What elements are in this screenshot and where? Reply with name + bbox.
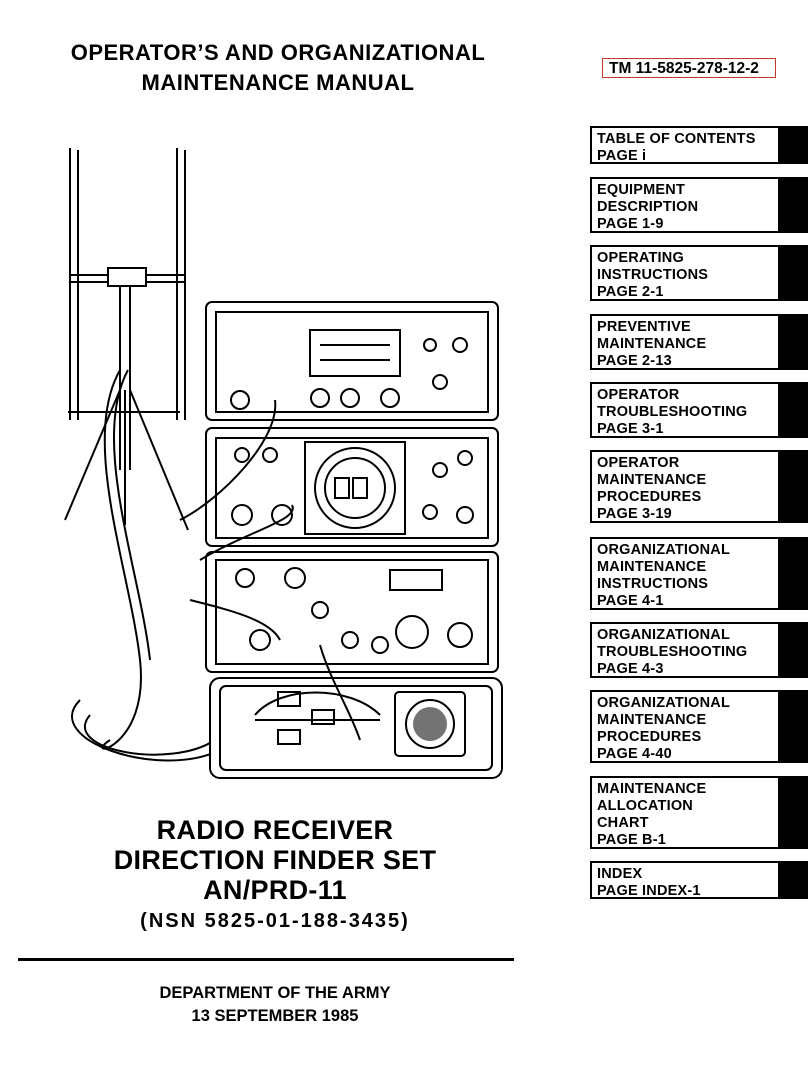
tab-label-line: PROCEDURES	[597, 489, 702, 505]
tab-edge-marker	[778, 861, 808, 899]
tab-label-line: OPERATOR	[597, 455, 680, 471]
tm-number: TM 11-5825-278-12-2	[602, 58, 776, 78]
manual-header: OPERATOR’S AND ORGANIZATIONAL MAINTENANC…	[40, 38, 516, 98]
tab-edge-marker	[778, 382, 808, 438]
nsn-number: (NSN 5825-01-188-3435)	[140, 910, 410, 932]
tab-label-line: ORGANIZATIONAL	[597, 542, 731, 558]
tab-label-line: OPERATOR	[597, 387, 680, 403]
tab-edge-marker	[778, 314, 808, 370]
tab-label-line: PAGE 3-19	[597, 506, 672, 522]
antenna-icon	[64, 148, 259, 762]
tab-edge-marker	[778, 776, 808, 849]
title-line-3: AN/PRD-11	[203, 875, 347, 905]
title-line-1: RADIO RECEIVER	[156, 815, 394, 845]
horizontal-rule	[18, 958, 514, 961]
tab-label-line: PAGE 4-40	[597, 746, 672, 762]
tab-label-line: PAGE i	[597, 148, 647, 164]
tab-edge-marker	[778, 690, 808, 763]
tab-label-line: PAGE INDEX-1	[597, 883, 701, 899]
radio-equipment-illustration	[64, 148, 503, 779]
header-line-2: MAINTENANCE MANUAL	[141, 70, 415, 95]
tab-label-line: EQUIPMENT	[597, 182, 685, 198]
tab-label-line: PROCEDURES	[597, 729, 702, 745]
tab-label-line: PAGE 1-9	[597, 216, 664, 232]
tab-edge-marker	[778, 622, 808, 678]
tab-label-line: PREVENTIVE	[597, 319, 691, 335]
tab-label-line: MAINTENANCE	[597, 712, 707, 728]
tab-edge-marker	[778, 177, 808, 233]
tab-label-line: TABLE OF CONTENTS	[597, 131, 756, 147]
sweep-unit-panel	[205, 301, 499, 421]
receiver-panel	[205, 551, 499, 673]
tab-label-line: MAINTENANCE	[597, 336, 707, 352]
tab-label-line: OPERATING	[597, 250, 684, 266]
tab-label-line: TROUBLESHOOTING	[597, 644, 748, 660]
direction-finder-panel	[205, 427, 499, 547]
header-line-1: OPERATOR’S AND ORGANIZATIONAL	[70, 40, 486, 65]
tab-label-line: PAGE 3-1	[597, 421, 664, 437]
tab-label-line: MAINTENANCE	[597, 781, 707, 797]
department: DEPARTMENT OF THE ARMY	[159, 984, 391, 1002]
tab-label-line: PAGE 2-13	[597, 353, 672, 369]
tab-label-line: ORGANIZATIONAL	[597, 627, 731, 643]
tab-label-line: INSTRUCTIONS	[597, 576, 709, 592]
title-line-2: DIRECTION FINDER SET	[113, 845, 437, 875]
tab-label-line: ALLOCATION	[597, 798, 693, 814]
tab-label-line: INDEX	[597, 866, 643, 882]
tab-label-line: PAGE 2-1	[597, 284, 664, 300]
tab-label-line: PAGE B-1	[597, 832, 667, 848]
tab-edge-marker	[778, 126, 808, 164]
publication-date: 13 SEPTEMBER 1985	[191, 1007, 359, 1025]
tab-label-line: CHART	[597, 815, 649, 831]
tab-edge-marker	[778, 537, 808, 610]
tab-label-line: MAINTENANCE	[597, 472, 707, 488]
tab-label-line: DESCRIPTION	[597, 199, 699, 215]
tab-edge-marker	[778, 245, 808, 301]
tab-label-line: PAGE 4-1	[597, 593, 664, 609]
tab-label-line: MAINTENANCE	[597, 559, 707, 575]
tab-label-line: ORGANIZATIONAL	[597, 695, 731, 711]
document-title: RADIO RECEIVER DIRECTION FINDER SET AN/P…	[40, 815, 510, 905]
tab-label-line: INSTRUCTIONS	[597, 267, 709, 283]
tab-label-line: PAGE 4-3	[597, 661, 664, 677]
publisher-block: DEPARTMENT OF THE ARMY 13 SEPTEMBER 1985	[40, 982, 510, 1028]
tab-label-line: TROUBLESHOOTING	[597, 404, 748, 420]
tab-edge-marker	[778, 450, 808, 523]
